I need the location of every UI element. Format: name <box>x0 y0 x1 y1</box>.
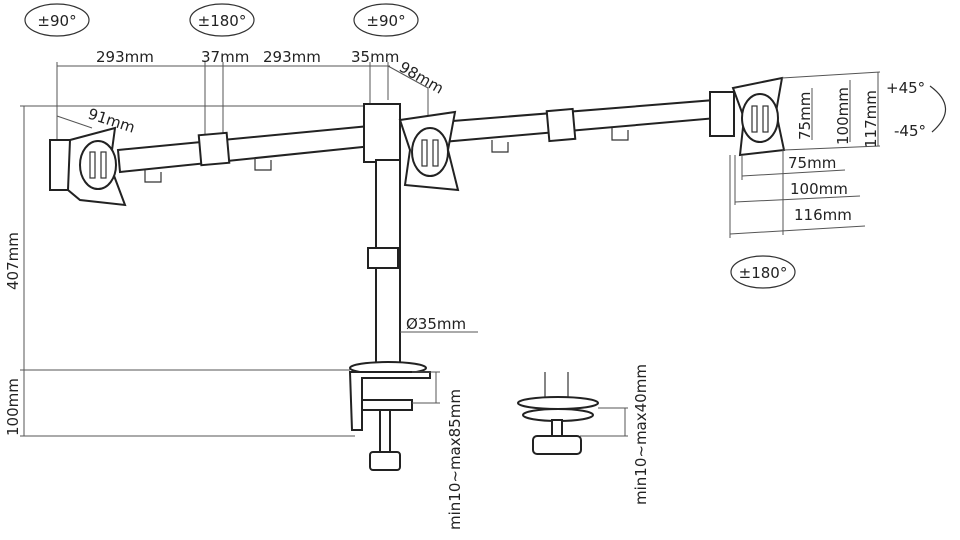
vesa-plate-left <box>49 126 127 207</box>
rotation-badge-left: ±90° <box>24 3 90 37</box>
tilt-down-label: -45° <box>894 122 926 140</box>
dim-label: 75mm <box>788 154 836 172</box>
vesa-plate-right <box>709 76 786 157</box>
dim-label: 293mm <box>96 48 154 66</box>
dim-label: Ø35mm <box>406 315 466 333</box>
dim-label: 100mm <box>790 180 848 198</box>
rotation-label: ±180° <box>198 12 247 30</box>
dim-label: 117mm <box>862 90 880 148</box>
vesa-plate-center <box>398 110 460 192</box>
rotation-badge-center: ±90° <box>353 3 419 37</box>
dim-label: 100mm <box>4 378 22 436</box>
tilt-indicator: +45° -45° <box>886 79 947 140</box>
rotation-label: ±90° <box>37 12 76 30</box>
dim-label: 293mm <box>263 48 321 66</box>
height-dimensions: 407mm 100mm <box>4 105 380 437</box>
desk-clamp: min10~max85mm <box>348 361 464 530</box>
dim-label: min10~max85mm <box>446 389 464 530</box>
rotation-label: ±180° <box>739 264 788 282</box>
rotation-badge-joint: ±180° <box>189 3 255 37</box>
dim-label: 407mm <box>4 232 22 290</box>
right-arm <box>438 98 719 153</box>
tilt-up-label: +45° <box>886 79 925 97</box>
vesa-dimensions: 75mm 100mm 117mm 75mm 100mm 116mm <box>729 71 881 238</box>
pole: Ø35mm <box>363 103 478 366</box>
dim-label: min10~max40mm <box>632 364 650 505</box>
grommet-mount: min10~max40mm <box>517 364 650 505</box>
dim-label: 37mm <box>201 48 249 66</box>
dim-label: 98mm <box>396 58 447 98</box>
left-arm <box>116 123 384 183</box>
dim-label: 116mm <box>794 206 852 224</box>
rotation-label: ±90° <box>366 12 405 30</box>
rotation-badge-swivel: ±180° <box>730 255 796 289</box>
dim-label: 75mm <box>796 92 814 140</box>
dim-label: 100mm <box>834 87 852 145</box>
dim-label: 35mm <box>351 48 399 66</box>
